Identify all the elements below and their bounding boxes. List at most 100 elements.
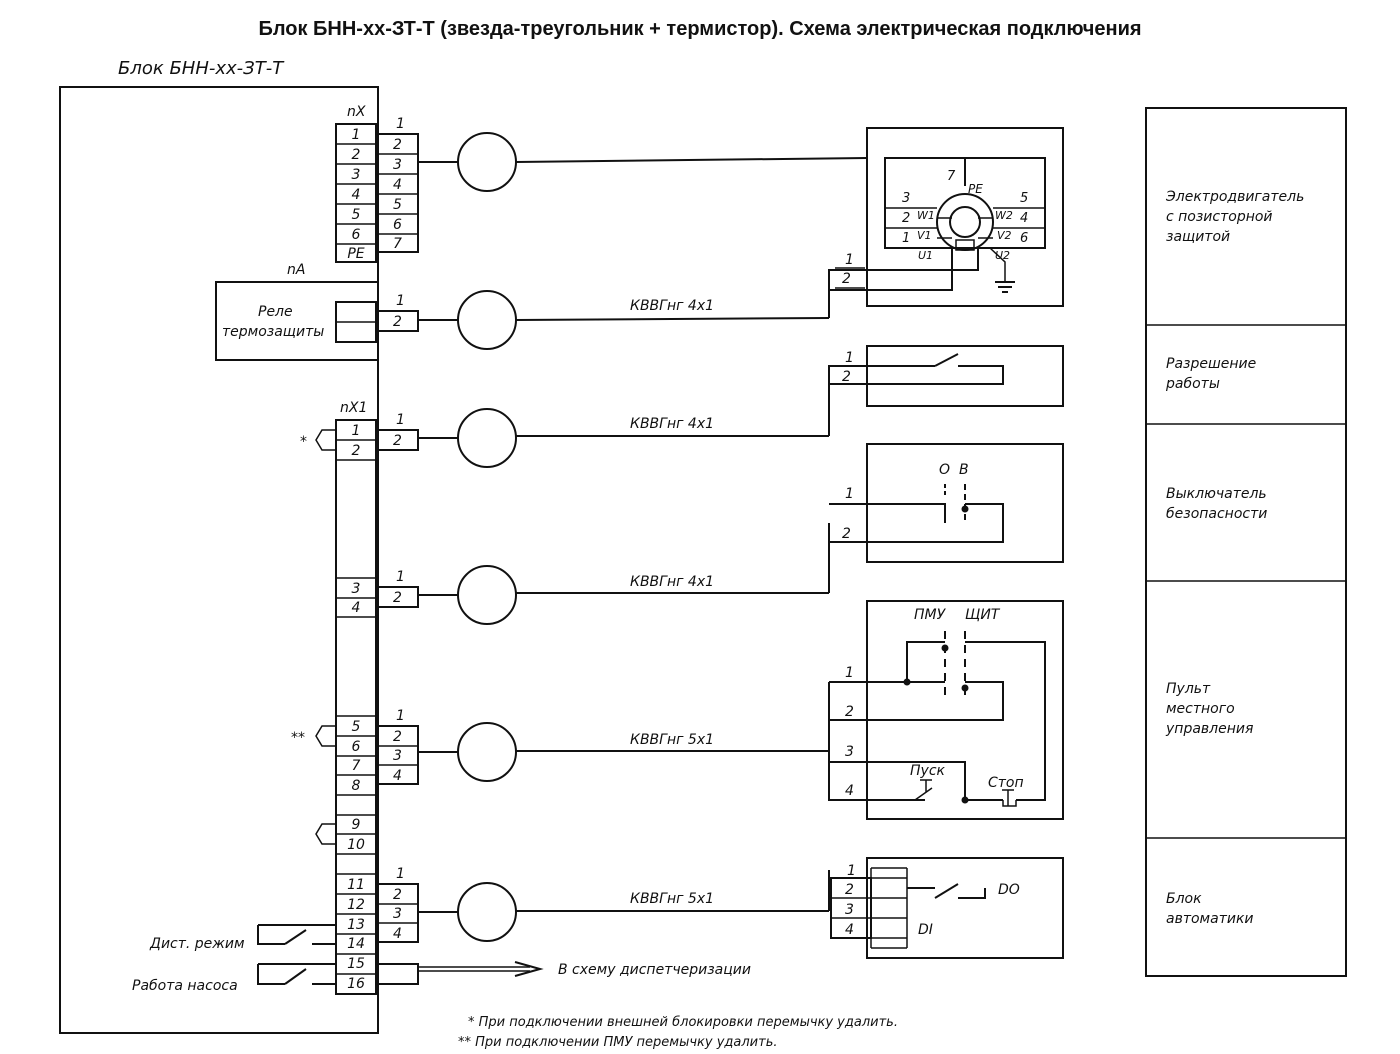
wire-number: 2 xyxy=(393,314,402,330)
cable-bundle-2: 1 2 КВВГнг 4х1 xyxy=(377,290,830,350)
legend-text: работы xyxy=(1165,376,1220,392)
wire-number: 6 xyxy=(393,217,402,233)
nX1-pin: 1 xyxy=(352,423,361,439)
enable-contact-block: 1 2 xyxy=(828,345,1064,436)
page-title: Блок БНН-хх-ЗТ-Т (звезда-треугольник + т… xyxy=(258,18,1141,40)
nX1-pin: 5 xyxy=(352,719,361,735)
motor-icon xyxy=(936,193,994,251)
nX-pin: 3 xyxy=(352,167,361,183)
motor-terminal: 6 xyxy=(1020,231,1028,246)
dist-mode-label: Дист. режим xyxy=(149,936,245,952)
nX1-pin: 11 xyxy=(347,877,365,893)
dispatch-output: В схему диспетчеризации xyxy=(377,961,751,985)
winding-label: U1 xyxy=(918,249,933,262)
legend-text: Пульт xyxy=(1166,681,1211,697)
wire-number: 2 xyxy=(393,433,402,449)
wire-number: 4 xyxy=(393,768,402,784)
connector-nX1: nX1 1 2 3 4 5 xyxy=(291,400,377,995)
cable-gland xyxy=(457,290,517,350)
dist-mode-input: Дист. режим xyxy=(149,924,336,952)
wire-number: 4 xyxy=(393,926,402,942)
legend-table: Электродвигатель с позисторной защитой Р… xyxy=(1145,107,1347,977)
nX1-pin: 2 xyxy=(352,443,361,459)
nX-pin: 1 xyxy=(352,127,361,143)
loop-number: 1 xyxy=(845,486,854,502)
footnote: * При подключении внешней блокировки пер… xyxy=(468,1015,898,1030)
motor-terminal: 1 xyxy=(902,231,910,246)
legend-text: Выключатель xyxy=(1166,486,1267,502)
wire-number: 1 xyxy=(396,412,405,428)
winding-label: U2 xyxy=(995,249,1010,262)
main-block xyxy=(59,86,379,1034)
safety-switch-block: О В 1 2 xyxy=(828,443,1064,593)
cable-bundle-6: 1 2 3 4 КВВГнг 5х1 xyxy=(377,866,829,943)
cable-gland xyxy=(457,132,517,192)
connector-nX: nX 1 2 3 4 5 6 PE xyxy=(335,104,377,263)
nX-pin: 2 xyxy=(352,147,361,163)
cable-gland xyxy=(457,882,517,942)
wire-number: 2 xyxy=(393,137,402,153)
nX1-pin: 10 xyxy=(347,837,365,853)
motor-terminal: 4 xyxy=(1020,211,1028,226)
cable-type-label: КВВГнг 4х1 xyxy=(630,416,714,432)
cable-gland xyxy=(457,565,517,625)
jumper-icon xyxy=(315,429,336,451)
wire-number: 2 xyxy=(393,590,402,606)
nX1-pin: 6 xyxy=(352,739,361,755)
cable-bundle-1: 1 2 3 4 5 6 7 xyxy=(377,116,868,253)
cable-bundle-4: 1 2 КВВГнг 4х1 xyxy=(377,565,829,625)
legend-text: Разрешение xyxy=(1166,356,1256,372)
cable-bundle-5: 1 2 3 4 КВВГнг 5х1 xyxy=(377,708,829,785)
loop-number: 1 xyxy=(845,350,854,366)
loop-number: 3 xyxy=(845,744,854,760)
dispatch-label: В схему диспетчеризации xyxy=(558,962,751,978)
wire-number: 7 xyxy=(393,236,402,252)
loop-number: 1 xyxy=(845,665,854,681)
arrow-right-icon xyxy=(514,961,544,977)
nX1-pin: 9 xyxy=(352,817,361,833)
wire-number: 1 xyxy=(396,569,405,585)
motor-terminal: 3 xyxy=(902,191,910,206)
cable-type-label: КВВГнг 5х1 xyxy=(630,732,714,748)
connector-nA-label: nA xyxy=(287,262,305,278)
nX-pin: 5 xyxy=(352,207,361,223)
wire-number: 1 xyxy=(396,116,405,132)
thermistor-wire: 1 xyxy=(845,252,854,268)
winding-label: V2 xyxy=(997,229,1012,242)
nX1-pin: 12 xyxy=(347,897,365,913)
legend-text: местного xyxy=(1166,701,1235,717)
loop-number: 4 xyxy=(845,922,854,938)
wire-number: 3 xyxy=(393,748,402,764)
switch-label-off: О xyxy=(939,462,950,478)
cable-type-label: КВВГнг 4х1 xyxy=(630,298,714,314)
nX1-pin: 15 xyxy=(347,956,365,972)
connector-nX1-label: nX1 xyxy=(340,400,367,416)
motor-terminal: 5 xyxy=(1020,191,1028,206)
cable-gland xyxy=(457,722,517,782)
motor-terminal: PE xyxy=(968,182,983,196)
wire-number: 5 xyxy=(393,197,402,213)
switch-label-start: Пуск xyxy=(910,763,946,779)
ground-icon xyxy=(995,281,1015,293)
footnote: ** При подключении ПМУ перемычку удалить… xyxy=(458,1035,778,1050)
nX1-pin: 8 xyxy=(352,778,361,794)
wire-number: 4 xyxy=(393,177,402,193)
wire-number: 3 xyxy=(393,157,402,173)
loop-number: 4 xyxy=(845,783,854,799)
loop-number: 1 xyxy=(847,863,856,879)
wire-number: 3 xyxy=(393,906,402,922)
relay-label-line: термозащиты xyxy=(222,324,324,340)
loop-number: 2 xyxy=(842,526,851,542)
loop-number: 2 xyxy=(842,369,851,385)
motor-terminal: 7 xyxy=(947,169,956,184)
nX1-pin: 3 xyxy=(352,581,361,597)
motor-terminal: 2 xyxy=(902,211,910,226)
wire-number: 1 xyxy=(396,708,405,724)
wire-number: 2 xyxy=(393,729,402,745)
switch-label-pmu: ПМУ xyxy=(914,607,947,623)
relay-label-line: Реле xyxy=(258,304,293,320)
block-label: Блок БНН-хх-ЗТ-Т xyxy=(118,58,285,79)
connector-nX-label: nX xyxy=(347,104,366,120)
switch-label-shield: ЩИТ xyxy=(965,607,1001,623)
